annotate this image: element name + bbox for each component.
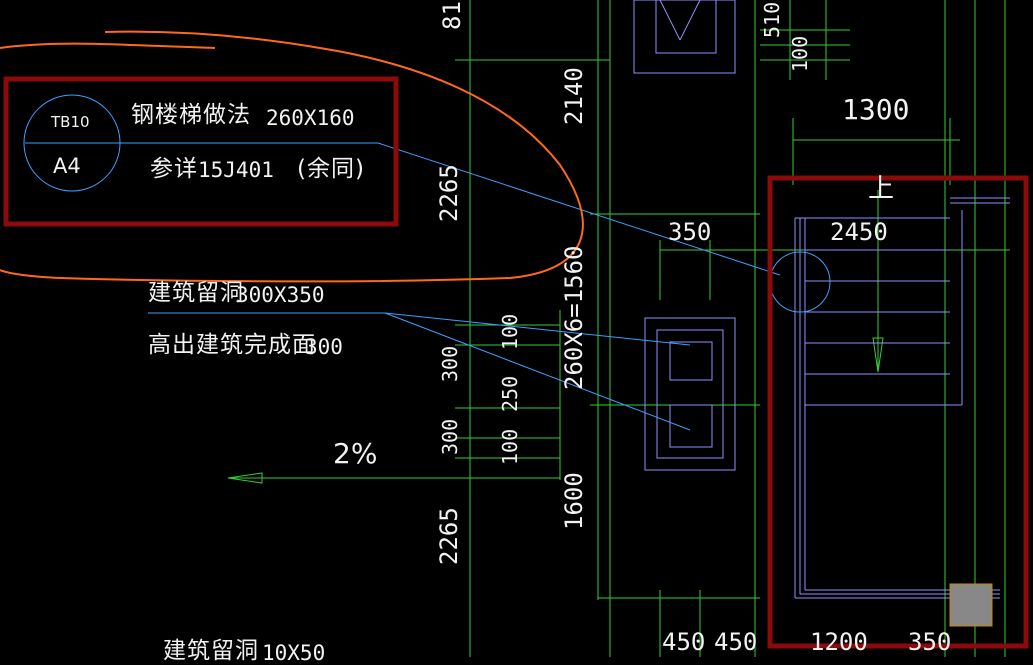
dim-100-a: 100: [498, 313, 522, 350]
dim-260x6: 260X6=1560: [560, 245, 588, 391]
dim-100-c: 100: [788, 35, 812, 72]
note-title-size: 260X160: [266, 106, 355, 130]
dim-510: 510: [760, 1, 784, 38]
note-title: 钢楼梯做法: [131, 102, 251, 128]
opening-label: 建筑留洞: [148, 280, 244, 306]
column-block: [949, 583, 993, 627]
note-ref-code: 15J401: [198, 158, 274, 182]
dim-bottom-450-a: 450: [662, 628, 706, 656]
dim-bottom-350: 350: [908, 628, 952, 656]
slope-text: 2%: [333, 437, 378, 470]
dim-350: 350: [668, 218, 712, 246]
highlight-boxes: [3, 76, 1029, 649]
dim-2140: 2140: [560, 67, 588, 125]
dim-810: 810: [438, 0, 466, 30]
dim-bottom-450-b: 450: [714, 628, 758, 656]
note-ref-suffix: (余同): [297, 156, 365, 182]
dim-2265-top: 2265: [435, 164, 463, 222]
dim-1600: 1600: [560, 472, 588, 530]
sketch-annotation: [0, 30, 584, 283]
note-ref-prefix: 参详: [150, 156, 198, 182]
stair-outline: [633, 0, 1010, 599]
dim-2265-bottom: 2265: [435, 507, 463, 565]
leader-lines: [23, 94, 831, 431]
height-value: 300: [305, 335, 343, 359]
symbol-top-text: TB10: [51, 113, 90, 131]
dim-2450: 2450: [830, 218, 888, 246]
dim-bottom-1200: 1200: [810, 628, 868, 656]
symbol-bottom-text: A4: [53, 154, 81, 178]
dim-250: 250: [498, 375, 522, 412]
bottom-opening-label: 建筑留洞: [163, 638, 259, 664]
dim-100-b: 100: [498, 428, 522, 465]
opening-value: 300X350: [236, 283, 325, 307]
dim-300-b: 300: [438, 418, 462, 455]
height-label: 高出建筑完成面: [148, 332, 316, 358]
bottom-opening-value: 10X50: [262, 641, 326, 665]
dim-300-a: 300: [438, 345, 462, 382]
dim-1300: 1300: [842, 93, 910, 126]
stair-up-label: 上: [868, 174, 896, 204]
